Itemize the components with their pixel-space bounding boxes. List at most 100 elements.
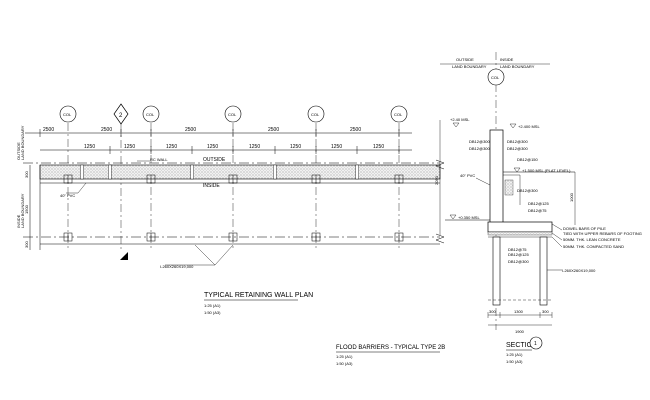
footing — [487, 221, 553, 233]
section-cut-arrow-icon — [120, 252, 128, 260]
dim-2500: 2500 — [43, 127, 54, 133]
rebar-line — [503, 174, 521, 205]
pile-symbol-icon — [311, 174, 321, 184]
rebar-label: DB12@75 — [508, 247, 527, 252]
drain-gravel — [504, 179, 514, 196]
pile-symbol-icon — [63, 232, 73, 242]
col-label: COL — [491, 75, 500, 80]
pvc-drain — [108, 164, 112, 180]
inside-label: INSIDE — [203, 183, 220, 189]
dimension-row-2500 — [25, 129, 412, 137]
bottom-dimensions — [487, 312, 553, 326]
column-marker-icon — [390, 105, 408, 123]
dowel-note: DOWEL BARS OF PILE — [563, 226, 606, 231]
pile-label: I-260X260X19,000 — [160, 264, 194, 269]
lean-concrete-layer — [487, 231, 553, 236]
rebar-labels: DB12@300 DB12@300 DB12@300 DB12@300 DB12… — [469, 139, 550, 264]
dim-1250: 1250 — [249, 144, 260, 150]
dim-2500: 2500 — [268, 127, 279, 133]
pvc-label: 40" PVC — [460, 173, 475, 178]
dim-1250: 1250 — [373, 144, 384, 150]
dim-1250: 1250 — [166, 144, 177, 150]
col-label: COL — [228, 112, 237, 117]
rebar-label: DB12@300 — [517, 188, 539, 193]
pile-label: I-260X260X19,000 — [562, 268, 596, 273]
dim-1250: 1250 — [207, 144, 218, 150]
inside-label: INSIDE — [500, 57, 514, 62]
col-label: COL — [311, 112, 320, 117]
rebar-label: DB12@300 — [469, 139, 491, 144]
pvc-drain-markers — [80, 164, 359, 180]
sheet-scale-a1: 1:25 (A1) — [336, 354, 353, 359]
dimension-labels-2500: 2500 2500 2500 2500 2500 — [43, 127, 361, 133]
col-label: COL — [63, 112, 72, 117]
level-bottom: +0.350 MSL — [458, 215, 480, 220]
outside-label: OUTSIDE — [456, 57, 474, 62]
pile-symbol-icon — [394, 232, 404, 242]
pile-left — [492, 236, 501, 306]
pvc-leader — [475, 177, 491, 186]
left-dim-300: 300 — [24, 171, 29, 178]
pile-markers — [63, 174, 404, 242]
grid-number: 2 — [119, 113, 123, 119]
sheet-title: FLOOD BARRIERS - TYPICAL TYPE 2B — [336, 345, 445, 351]
wall-stem — [489, 129, 504, 226]
dim-2500: 2500 — [101, 127, 112, 133]
pile-symbol-icon — [394, 174, 404, 184]
right-dim: 1000 — [569, 192, 574, 202]
dim-1250: 1250 — [84, 144, 95, 150]
outside-boundary-label: OUTSIDE — [16, 142, 21, 160]
land-boundary-label: LAND BOUNDARY — [452, 64, 487, 69]
section-title: SECTION — [506, 342, 537, 349]
dowel-note-2: TIED WITH UPPER REBARS OF FOOTING — [563, 231, 642, 236]
bottom-dim: 1300 — [514, 309, 524, 314]
sheet-title-block: FLOOD BARRIERS - TYPICAL TYPE 2B 1:25 (A… — [336, 345, 445, 366]
dimension-labels-1250: 1250 1250 1250 1250 1250 1250 1250 1250 — [84, 144, 384, 150]
pile-symbol-icon — [228, 232, 238, 242]
dim-1250: 1250 — [124, 144, 135, 150]
section-number: 1 — [534, 341, 537, 347]
left-dim-1500: 1500 — [24, 204, 29, 214]
pvc-drain — [80, 164, 84, 180]
inside-boundary-sublabel: LAND BOUNDARY — [20, 193, 25, 228]
level-marker-icon — [513, 167, 521, 173]
pile-symbol-icon — [146, 174, 156, 184]
bottom-dim: 300 — [489, 309, 496, 314]
land-boundary-label: LAND BOUNDARY — [500, 64, 535, 69]
plan-scale-a3: 1:50 (A3) — [204, 310, 221, 315]
column-marker-icon — [59, 105, 77, 123]
left-dim-300: 300 — [24, 241, 29, 248]
rebar-label: DB12@125 — [508, 252, 530, 257]
height-dim: 2050 — [434, 175, 439, 185]
level-plat: +1.500 MSL (PLAT LEVEL) — [522, 168, 571, 173]
pile-symbol-icon — [146, 232, 156, 242]
section-scale-a1: 1:25 (A1) — [506, 352, 523, 357]
dim-1250: 1250 — [331, 144, 342, 150]
pvc-leader — [77, 182, 87, 194]
section-view: OUTSIDE INSIDE LAND BOUNDARY LAND BOUNDA… — [434, 52, 642, 364]
break-mark — [435, 233, 445, 244]
pile-leaders — [165, 244, 234, 266]
section-number-icon — [529, 336, 543, 350]
pile-symbol-icon — [311, 232, 321, 242]
level-marker-icon — [449, 214, 457, 220]
lean-concrete-note: 50MM. THK. LEAN CONCRETE — [563, 237, 621, 242]
column-marker-icon — [224, 105, 242, 123]
rc-wall-label: RC WALL — [150, 157, 168, 162]
section-scale-a3: 1:50 (A3) — [506, 359, 523, 364]
rc-wall-band — [39, 164, 441, 180]
sheet-scale-a3: 1:50 (A3) — [336, 361, 353, 366]
dim-1250: 1250 — [290, 144, 301, 150]
level-top-inside: +2.400 MSL — [518, 124, 540, 129]
pvc-drain — [273, 164, 277, 180]
level-marker-icon — [452, 122, 460, 128]
plan-scale-a1: 1:25 (A1) — [204, 303, 221, 308]
pvc-drain — [355, 164, 359, 180]
outside-label: OUTSIDE — [203, 157, 226, 163]
plan-title: TYPICAL RETAINING WALL PLAN — [204, 292, 313, 299]
column-marker-icon — [307, 105, 325, 123]
bottom-dim: 300 — [542, 309, 549, 314]
dimension-row-1250 — [40, 146, 412, 154]
